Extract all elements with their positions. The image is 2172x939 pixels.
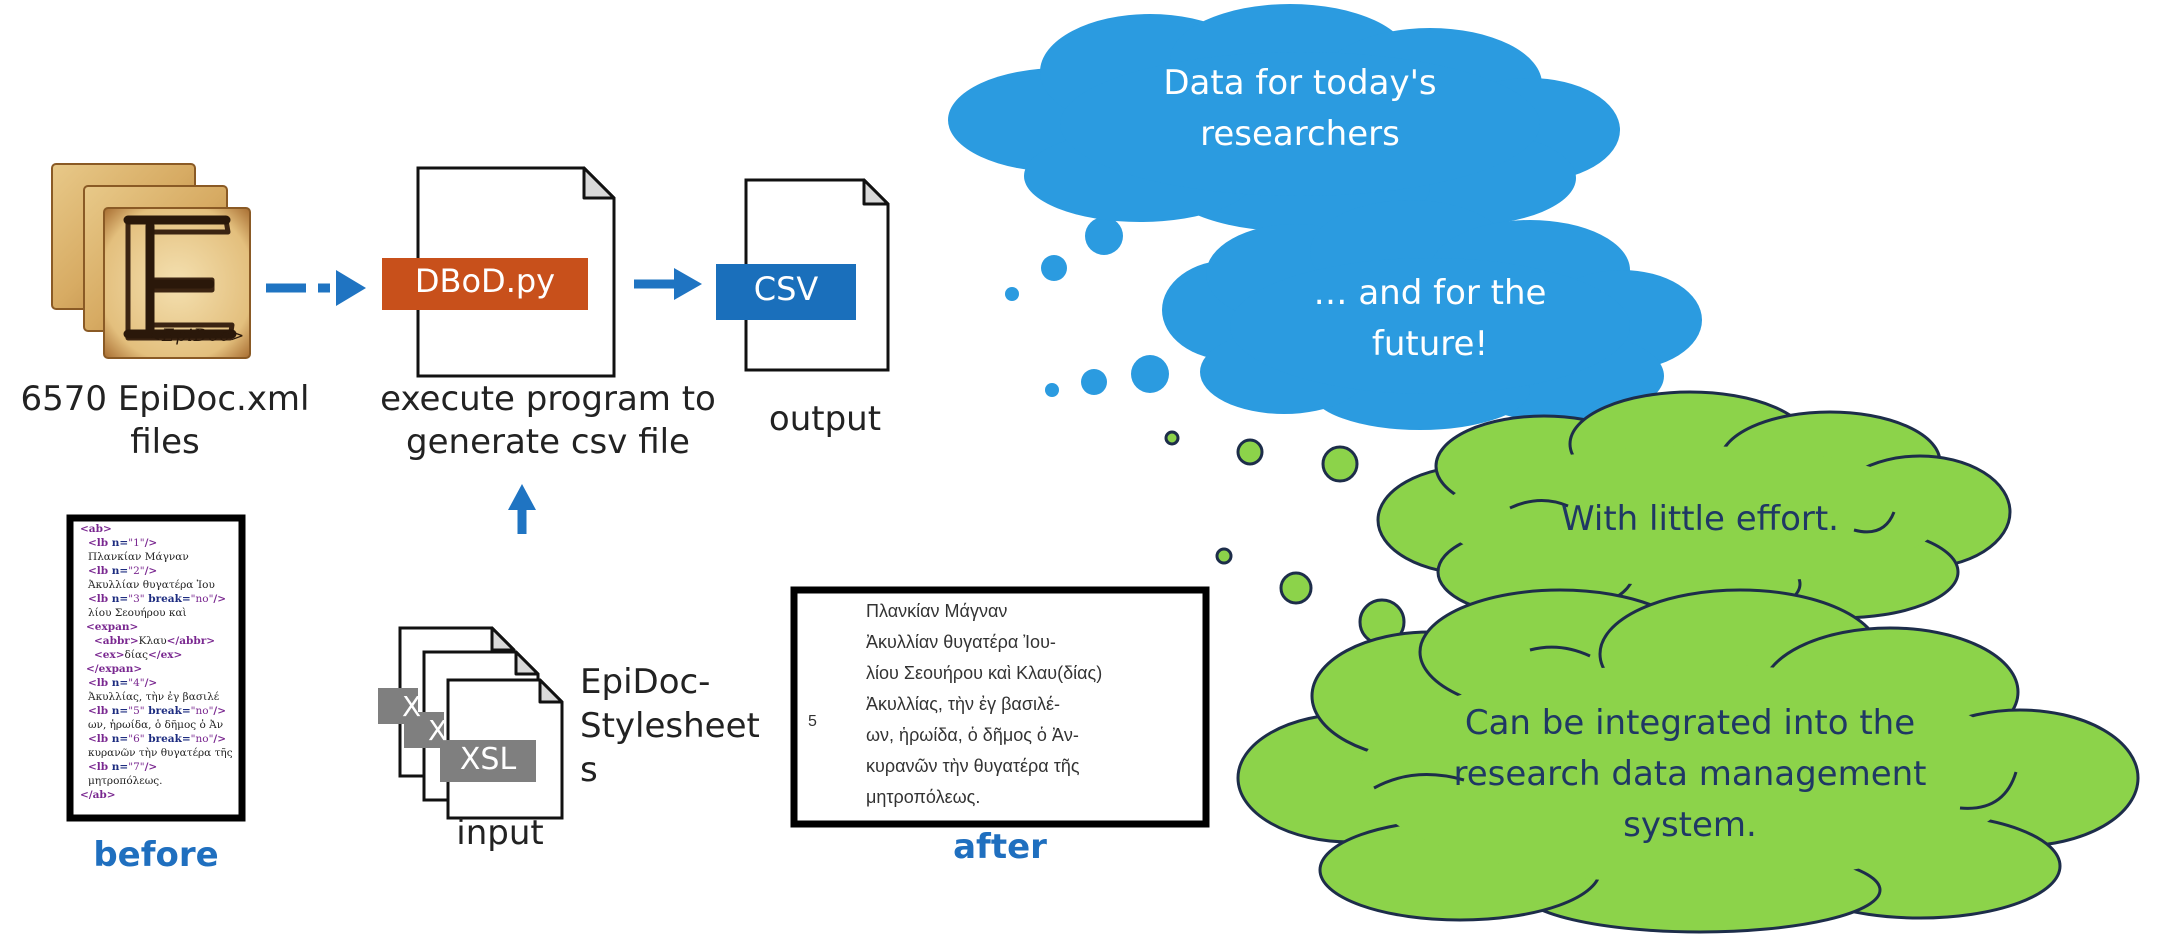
before-label: before	[93, 835, 219, 875]
rendered-line: λίου Σεουήρου καὶ Κλαυ(δίας)	[866, 663, 1103, 683]
program-box	[382, 258, 588, 310]
cloud-blue-2-text: … and for the future!	[1313, 273, 1547, 364]
cloud-green-1-fill	[1442, 446, 1942, 586]
csv-box-label: CSV	[753, 270, 819, 308]
code-line: <lb n="2"/>	[88, 565, 158, 577]
code-line: <ex>δίας</ex>	[94, 649, 183, 661]
cloud-green-2-fill	[1360, 664, 2020, 884]
after-label: after	[953, 827, 1047, 867]
cloud-blue-2	[1162, 200, 1702, 430]
stylesheets-caption: EpiDoc-Stylesheets	[580, 660, 780, 793]
cloud-green-2-text: Can be integrated into the research data…	[1453, 703, 1927, 845]
code-line: Ἀκυλλίας, τὴν ἐγ βασιλέ	[88, 691, 220, 703]
before-frame	[66, 514, 246, 822]
stylesheets-caption-text: EpiDoc-Stylesheets	[580, 662, 760, 791]
code-line: Πλανκίαν Μάγναν	[88, 551, 189, 563]
arrow-stylesheets-to-program	[508, 484, 536, 534]
rendered-line: ων, ἡρωίδα, ὁ δῆμος ὁ Ἀν-5	[806, 713, 1202, 751]
rendered-line: Πλανκίαν Μάγναν	[866, 601, 1008, 621]
output-caption: output	[768, 399, 882, 439]
rendered-line: κυρανῶν τὴν θυγατέρα τῆς	[866, 756, 1080, 776]
before-code-snippet: <ab> <lb n="1"/> Πλανκίαν Μάγναν <lb n="2"/…	[80, 522, 238, 814]
code-line: </ab>	[80, 789, 116, 801]
rendered-line: Ἀκυλλίαν θυγατέρα Ἰου-	[866, 632, 1056, 652]
epidoc-files-label: 6570 EpiDoc.xml files	[20, 379, 310, 462]
program-box-label: DBoD.py	[414, 262, 556, 300]
rendered-line: μητροπόλεως.	[866, 787, 981, 807]
input-caption: input	[456, 813, 544, 853]
thought-bubbles-blue	[1005, 217, 1169, 397]
code-line: λίου Σεουήρου καὶ	[88, 607, 187, 619]
epidoc-files-icon	[51, 163, 251, 359]
arrow-epidoc-to-program	[266, 270, 366, 306]
cloud-blue-1-text: Data for today's researchers	[1163, 63, 1437, 154]
code-line: <ab>	[80, 523, 112, 535]
code-line: ων, ἡρωίδα, ὁ δῆμος ὁ Ἀν	[88, 719, 224, 731]
code-line: <abbr>Κλαυ</abbr>	[94, 635, 216, 647]
code-line: <expan>	[86, 621, 139, 633]
xsl-label: XSL	[459, 742, 517, 777]
xsl-label-back-1: X	[402, 690, 422, 723]
code-line: Ἀκυλλίαν θυγατέρα Ἰου	[88, 579, 215, 591]
csv-box	[716, 264, 856, 320]
arrow-program-to-csv	[634, 268, 702, 300]
xsl-documents-icon	[378, 626, 564, 820]
after-frame	[790, 586, 1210, 828]
program-caption: execute program to generate csv file	[380, 379, 716, 462]
csv-document	[716, 178, 890, 372]
code-line: <lb n="6" break="no"/>	[88, 733, 227, 745]
cloud-green-1-text: With little effort.	[1561, 499, 1839, 539]
code-line: μητροπόλεως.	[88, 775, 163, 787]
rendered-line: Ἀκυλλίας, τὴν ἐγ βασιλέ-	[866, 694, 1060, 714]
code-line: <lb n="7"/>	[88, 761, 158, 773]
code-line: </expan>	[86, 663, 143, 675]
code-line: <lb n="3" break="no"/>	[88, 593, 227, 605]
xsl-label-back-2: X	[428, 714, 448, 747]
code-line: <lb n="5" break="no"/>	[88, 705, 227, 717]
code-line: κυρανῶν τὴν θυγατέρα τῆς	[88, 747, 233, 759]
code-line: <lb n="4"/>	[88, 677, 158, 689]
code-line: <lb n="1"/>	[88, 537, 158, 549]
program-document	[382, 166, 616, 378]
epidoc-logo-text: <EpiDoc>	[146, 326, 246, 346]
line-number: 5	[808, 713, 817, 730]
